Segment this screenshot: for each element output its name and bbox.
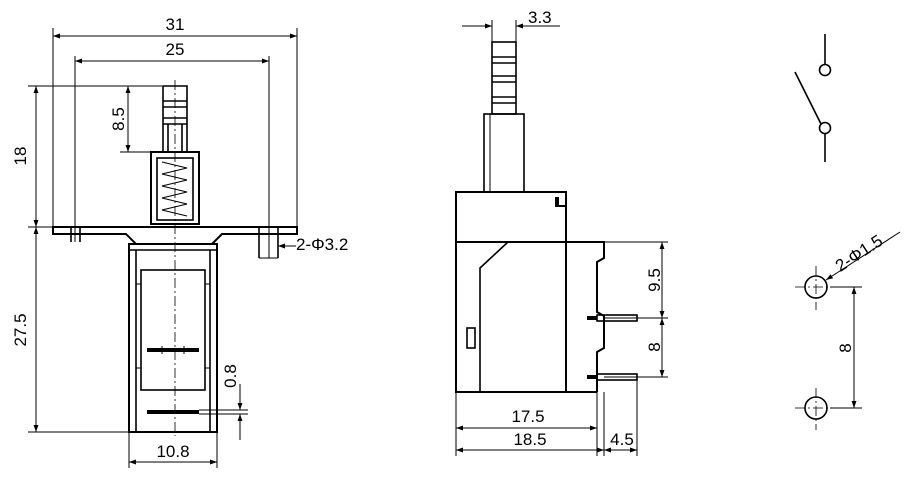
dim-pin-pitch-side: 8	[645, 342, 664, 351]
front-view: 31 25 18 8.5 2	[11, 15, 348, 468]
dim-body-height: 27.5	[11, 313, 30, 346]
dim-overall-width: 31	[166, 15, 185, 34]
dim-pcb-pitch: 8	[836, 343, 855, 352]
dim-body-width: 10.8	[156, 442, 189, 461]
dim-body-depth: 18.5	[513, 430, 546, 449]
dim-pin-overhang: 4.5	[610, 430, 634, 449]
dim-body-depth-inner: 17.5	[511, 407, 544, 426]
dim-plunger-width: 3.3	[528, 8, 552, 27]
dim-top-height: 18	[11, 147, 30, 166]
dim-slot: 0.8	[221, 364, 240, 388]
mount-hole-spec: 2-Φ3.2	[296, 235, 348, 254]
side-view: 3.3 9.5 8	[455, 8, 668, 456]
dim-top-pin: 9.5	[645, 268, 664, 292]
dim-plunger-length: 8.5	[109, 107, 128, 131]
dim-hole-spacing: 25	[166, 40, 185, 59]
switch-symbol	[794, 34, 832, 162]
pcb-hole-spec: 2-Φ1.5	[832, 231, 886, 275]
pcb-layout: 2-Φ1.5 8	[795, 231, 901, 430]
